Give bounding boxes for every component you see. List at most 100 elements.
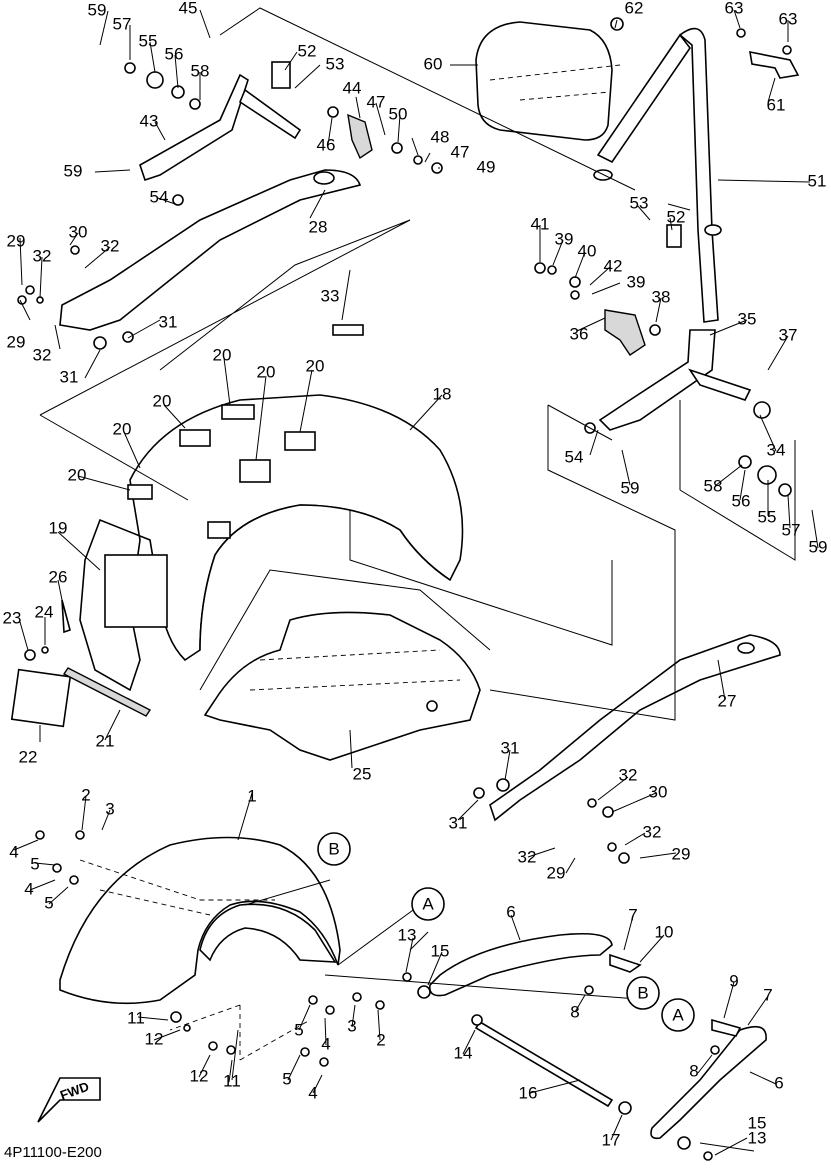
callout-56: 56 <box>165 44 184 63</box>
callout-20b: 20 <box>257 362 276 381</box>
callout-32e: 32 <box>643 822 662 841</box>
callout-26: 26 <box>49 567 68 586</box>
fender-stay-upper <box>402 932 642 999</box>
callout-5a: 5 <box>30 854 39 873</box>
callout-29b: 29 <box>7 332 26 351</box>
callout-51: 51 <box>808 171 827 190</box>
callout-39b: 39 <box>627 272 646 291</box>
callout-22: 22 <box>19 747 38 766</box>
ref-letter-b-upper-text: B <box>328 839 339 858</box>
callout-55b: 55 <box>758 507 777 526</box>
callout-24: 24 <box>35 602 54 621</box>
callout-57b: 57 <box>782 520 801 539</box>
callout-59d: 59 <box>809 537 828 556</box>
callout-54a: 54 <box>150 187 169 206</box>
callout-47a: 47 <box>367 92 386 111</box>
callout-52b: 52 <box>667 207 686 226</box>
callout-43: 43 <box>140 111 159 130</box>
callout-20a: 20 <box>213 345 232 364</box>
callout-2b: 2 <box>376 1030 385 1049</box>
callout-48: 48 <box>431 127 450 146</box>
callout-59b: 59 <box>64 161 83 180</box>
callout-10: 10 <box>655 922 674 941</box>
callout-4a: 4 <box>9 842 18 861</box>
backrest-hardware <box>610 17 800 79</box>
callout-4c: 4 <box>321 1034 330 1053</box>
callout-57: 57 <box>113 14 132 33</box>
callout-33: 33 <box>321 286 340 305</box>
callout-42: 42 <box>604 256 623 275</box>
callout-32b: 32 <box>33 246 52 265</box>
callout-41: 41 <box>531 214 550 233</box>
callout-32c: 32 <box>33 345 52 364</box>
callout-34: 34 <box>767 440 786 459</box>
callout-7a: 7 <box>628 905 637 924</box>
diagram-code: 4P11100-E200 <box>4 1144 102 1161</box>
callout-35: 35 <box>738 309 757 328</box>
callout-14: 14 <box>454 1043 473 1062</box>
callout-6b: 6 <box>774 1073 783 1092</box>
callout-55: 55 <box>139 31 158 50</box>
callout-31c: 31 <box>501 738 520 757</box>
callout-53: 53 <box>326 54 345 73</box>
callout-52: 52 <box>298 41 317 60</box>
callout-36: 36 <box>570 324 589 343</box>
callout-60: 60 <box>424 54 443 73</box>
callout-4b: 4 <box>24 879 33 898</box>
callout-31d: 31 <box>449 813 468 832</box>
callout-31b: 31 <box>60 367 79 386</box>
callout-4d: 4 <box>308 1083 317 1102</box>
callout-numbers: 59 57 55 56 58 45 52 53 60 62 63 63 61 4… <box>3 0 828 1149</box>
callout-44: 44 <box>343 78 362 97</box>
callout-29d: 29 <box>547 863 566 882</box>
backrest-pad <box>475 21 621 141</box>
callout-5d: 5 <box>282 1069 291 1088</box>
callout-39a: 39 <box>555 229 574 248</box>
ref-letter-a-lower-text: A <box>672 1005 684 1024</box>
callout-leaders <box>13 9 819 1156</box>
callout-8b: 8 <box>689 1061 698 1080</box>
callout-6a: 6 <box>506 902 515 921</box>
callout-40: 40 <box>578 241 597 260</box>
callout-7b: 7 <box>763 985 772 1004</box>
callout-5b: 5 <box>44 893 53 912</box>
fender-stay-lower <box>650 1018 767 1161</box>
callout-56b: 56 <box>732 491 751 510</box>
callout-59c: 59 <box>621 478 640 497</box>
fender-support <box>203 611 481 761</box>
fwd-arrow-icon: FWD <box>37 1077 101 1123</box>
callout-12b: 12 <box>190 1066 209 1085</box>
callout-63a: 63 <box>725 0 744 17</box>
ref-letter-a-upper-text: A <box>422 894 434 913</box>
callout-1: 1 <box>247 786 256 805</box>
front-fender <box>35 830 385 1067</box>
callout-38: 38 <box>652 287 671 306</box>
callout-12a: 12 <box>145 1029 164 1048</box>
callout-9: 9 <box>729 971 738 990</box>
callout-3a: 3 <box>105 799 114 818</box>
callout-13b: 13 <box>748 1128 767 1147</box>
callout-11a: 11 <box>127 1008 145 1027</box>
callout-32f: 32 <box>518 847 537 866</box>
callout-18: 18 <box>433 384 452 403</box>
callout-61: 61 <box>767 95 786 114</box>
callout-62: 62 <box>625 0 644 17</box>
assembly-guide-lines <box>39 7 796 1081</box>
left-side-bracket <box>124 61 443 182</box>
callout-29c: 29 <box>672 844 691 863</box>
callout-54b: 54 <box>565 447 584 466</box>
callout-3b: 3 <box>347 1016 356 1035</box>
callout-58b: 58 <box>704 476 723 495</box>
callout-47b: 47 <box>451 142 470 161</box>
callout-16: 16 <box>519 1083 538 1102</box>
callout-53b: 53 <box>630 193 649 212</box>
callout-8a: 8 <box>570 1002 579 1021</box>
callout-27: 27 <box>718 691 737 710</box>
callout-15b: 15 <box>748 1113 767 1132</box>
callout-15a: 15 <box>431 941 450 960</box>
right-side-rail <box>473 634 781 864</box>
callout-5c: 5 <box>294 1020 303 1039</box>
ref-letter-a-upper: A <box>411 887 445 921</box>
